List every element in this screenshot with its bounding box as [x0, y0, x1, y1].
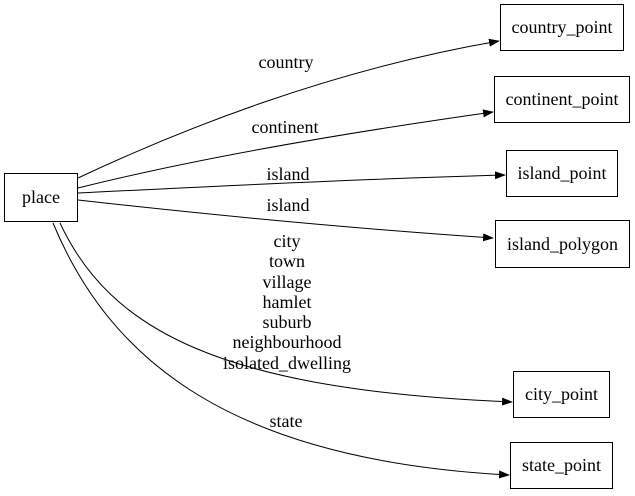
edge-label-continent: continent — [251, 116, 319, 137]
edge-label-island-polygon: island — [266, 194, 310, 215]
node-place: place — [4, 173, 78, 222]
edge-place-island-polygon — [77, 199, 494, 242]
node-continent-point: continent_point — [494, 76, 630, 123]
node-state-point: state_point — [510, 442, 613, 489]
edge-label-island-point: island — [266, 163, 310, 184]
node-city-point: city_point — [513, 371, 610, 418]
edge-place-state-point — [52, 222, 510, 479]
edge-label-city-group: city town village hamlet suburb neighbou… — [223, 230, 351, 373]
node-island-polygon: island_polygon — [495, 220, 630, 268]
node-island-point: island_point — [506, 150, 618, 197]
edge-place-country-point — [77, 38, 500, 179]
edge-place-continent-point — [77, 109, 494, 189]
node-country-point: country_point — [500, 4, 624, 51]
edge-place-city-point — [59, 222, 513, 406]
edge-label-country: country — [258, 51, 314, 72]
edge-label-state: state — [269, 410, 303, 431]
edge-place-island-point — [77, 171, 506, 194]
